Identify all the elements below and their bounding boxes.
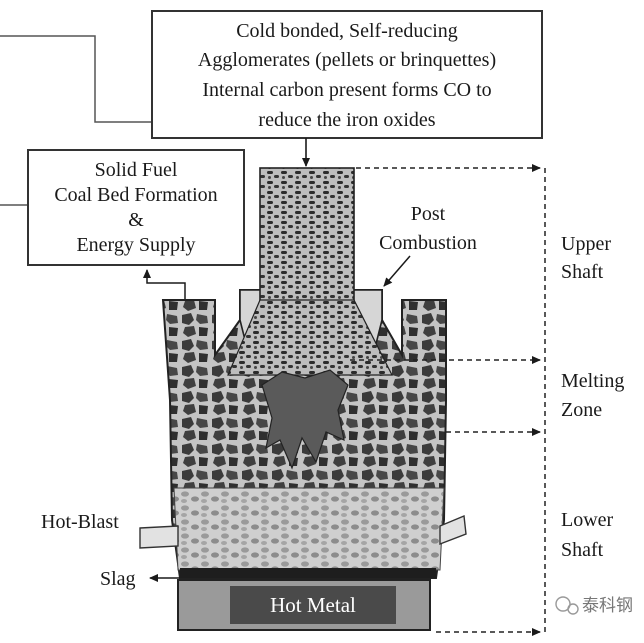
hot-metal-label: Hot Metal bbox=[270, 593, 356, 617]
agglomerates-line-4: reduce the iron oxides bbox=[258, 109, 435, 131]
agglomerates-line-3: Internal carbon present forms CO to bbox=[202, 79, 491, 101]
solid-fuel-line-4: Energy Supply bbox=[76, 234, 195, 256]
solid-fuel-box: Solid Fuel Coal Bed Formation & Energy S… bbox=[27, 149, 245, 266]
lower-shaft-label-1: Lower bbox=[561, 509, 614, 531]
post-combustion-label-2: Combustion bbox=[379, 232, 477, 254]
hot-blast-label: Hot-Blast bbox=[41, 511, 119, 533]
solid-fuel-line-1: Solid Fuel bbox=[95, 159, 178, 181]
post-combustion-arrow bbox=[383, 255, 411, 287]
upper-shaft-label-2: Shaft bbox=[561, 261, 604, 283]
charge-column bbox=[259, 167, 355, 319]
fuel-arrow bbox=[143, 269, 186, 300]
lower-bed bbox=[173, 487, 445, 571]
agglomerates-connector bbox=[0, 35, 152, 123]
melting-zone-label-2: Zone bbox=[561, 399, 602, 421]
watermark-text: 泰科钢 bbox=[582, 596, 633, 616]
left-tuyere bbox=[139, 525, 179, 549]
zone-markers bbox=[350, 164, 546, 636]
slag-layer bbox=[180, 568, 436, 578]
lower-shaft-label-2: Shaft bbox=[561, 539, 604, 561]
right-tuyere bbox=[439, 514, 467, 546]
watermark: 泰科钢 bbox=[555, 596, 633, 616]
charge-cone bbox=[227, 299, 393, 376]
agglomerates-line-1: Cold bonded, Self-reducing bbox=[236, 20, 458, 42]
furnace: Hot Metal bbox=[161, 167, 447, 631]
hot-metal-pool bbox=[230, 586, 396, 624]
post-combustion-label-1: Post bbox=[411, 203, 446, 225]
wechat-icon bbox=[555, 596, 571, 612]
melting-zone-label-1: Melting bbox=[561, 370, 624, 392]
melting-mass bbox=[261, 369, 349, 470]
slag-label: Slag bbox=[100, 568, 136, 590]
agglomerates-line-2: Agglomerates (pellets or brinquettes) bbox=[198, 49, 496, 71]
solid-fuel-line-3: & bbox=[128, 209, 144, 231]
agglomerates-box: Cold bonded, Self-reducing Agglomerates … bbox=[151, 10, 543, 139]
upper-shaft-label-1: Upper bbox=[561, 233, 611, 255]
solid-fuel-line-2: Coal Bed Formation bbox=[54, 184, 217, 206]
